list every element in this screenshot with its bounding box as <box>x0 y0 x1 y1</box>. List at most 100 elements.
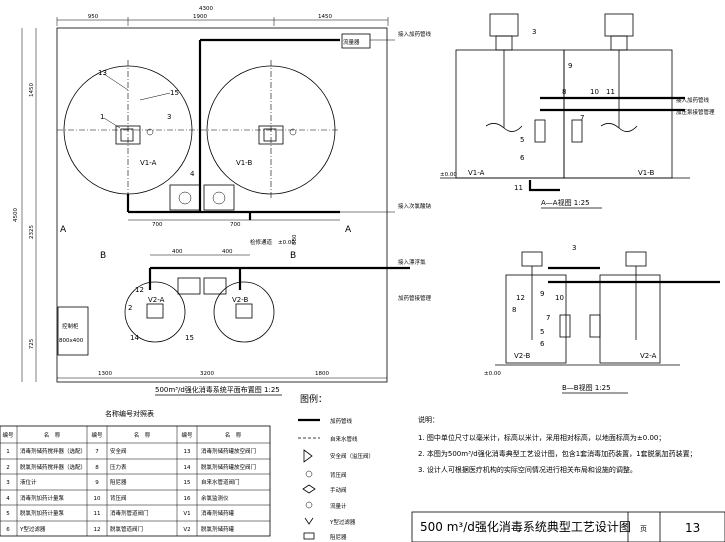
label-v2-a: V2-A <box>148 296 165 304</box>
aa-label-left: V1-A <box>468 169 485 177</box>
dim-bottom-2: 3200 <box>200 371 214 377</box>
bb-tank-left <box>505 274 567 364</box>
legend-item-label: 阻尼器 <box>330 533 347 541</box>
tag-13: 13 <box>98 69 107 77</box>
table-header-cell: 编号 <box>181 431 193 439</box>
aa-tag-11: 11 <box>606 88 615 96</box>
table-cell: 3 <box>6 480 10 486</box>
section-aa: ±0.00 V1-A V1-B 3 9 10 11 8 7 5 6 11 接入加… <box>440 13 715 209</box>
bb-tag-3: 3 <box>572 244 576 252</box>
aa-tag-3: 3 <box>532 28 536 36</box>
table-cell: 余氯监测仪 <box>201 494 229 502</box>
aa-label-right: V1-B <box>638 169 655 177</box>
table-cell: 4 <box>6 496 10 502</box>
table-cell: 液位计 <box>20 478 37 486</box>
legend-item-label: 流量计 <box>330 502 347 510</box>
tag-14: 14 <box>130 334 139 342</box>
legend-item-label: 手动阀 <box>330 486 347 494</box>
notes-title: 说明： <box>418 415 439 424</box>
section-mark-b-right: B <box>290 251 296 261</box>
table-cell: V2 <box>183 527 190 533</box>
table-cell: 11 <box>94 511 101 517</box>
label-v1-a: V1-A <box>140 159 157 167</box>
bb-caption: B—B视图 1:25 <box>562 383 611 392</box>
plan-level: ±0.00 <box>278 240 295 246</box>
bb-tag-12: 12 <box>516 294 525 302</box>
tank-v2-a <box>124 281 186 343</box>
table-cell: 脱氯剂储药罐放空阀门 <box>201 463 256 471</box>
dim-left-3: 725 <box>29 338 35 349</box>
tag-4: 4 <box>190 170 195 178</box>
legend-item-label: 背压阀 <box>330 471 347 479</box>
tag-15: 15 <box>170 89 179 97</box>
table-header-cell: 编号 <box>2 431 14 439</box>
bb-label-left: V2-B <box>514 352 531 360</box>
table-cell: 8 <box>95 465 99 471</box>
note-3: 接入漂浮氯 <box>398 258 426 266</box>
bb-level: ±0.00 <box>484 371 501 377</box>
label-filter: 流量器 <box>343 38 360 46</box>
table-cell: 背压阀 <box>110 494 127 502</box>
table-cell: 脱氯剂储药搅拌器（选配） <box>20 463 86 471</box>
legend-title: 图例： <box>300 393 327 405</box>
dim-mid-2: 700 <box>230 222 241 228</box>
bb-tag-7: 7 <box>546 314 550 322</box>
tag-2: 2 <box>128 304 132 312</box>
table-header-cell: 名 称 <box>134 431 151 439</box>
legend-item-label: 自来水管线 <box>330 435 358 443</box>
bb-tag-10: 10 <box>555 294 564 302</box>
table-cell: Y型过滤器 <box>19 525 46 533</box>
table-cell: 13 <box>184 449 191 455</box>
table-cell: 脱氯剂储药罐 <box>201 525 235 533</box>
aa-note-1: 接入加药管线 <box>676 96 710 104</box>
table-cell: 压力表 <box>110 463 127 471</box>
bb-tag-8: 8 <box>512 306 516 314</box>
table-cell: 脱氯剂加药计量泵 <box>20 509 65 517</box>
table-cell: 消毒剂加药计量泵 <box>20 494 65 502</box>
dim-mid-4: 400 <box>222 249 233 255</box>
note-line-3: 3. 设计人可根据医疗机构的实际空间情况进行相关布局和设施的调整。 <box>418 465 637 474</box>
table-cell: 自来水管道阀门 <box>201 478 240 486</box>
aa-level: ±0.00 <box>440 172 457 178</box>
bb-label-right: V2-A <box>640 352 657 360</box>
table-cell: 15 <box>184 480 191 486</box>
table-cell: 7 <box>95 449 99 455</box>
cabinet-size: 800x400 <box>59 338 84 344</box>
aa-note-2: 加压泵接管管理 <box>676 108 715 116</box>
section-mark-a-right: A <box>345 225 352 235</box>
table-title: 名称编号对照表 <box>105 409 154 418</box>
dim-mid-3: 400 <box>172 249 183 255</box>
dim-top-total: 4300 <box>199 6 213 12</box>
titleblock-title: 500 m³/d强化消毒系统典型工艺设计图 <box>420 520 631 534</box>
table-cell: 消毒剂储药罐放空阀门 <box>201 447 256 455</box>
bb-tag-6: 6 <box>540 340 545 348</box>
table-cell: 消毒剂储药罐 <box>201 509 235 517</box>
dim-top-2: 1900 <box>193 14 207 20</box>
table-header-cell: 名 称 <box>44 431 61 439</box>
label-v2-b: V2-B <box>232 296 249 304</box>
dim-left-total: 4500 <box>13 208 19 222</box>
label-check: 检修通道 <box>250 238 273 246</box>
dim-bottom-1: 1300 <box>98 371 112 377</box>
table-header-cell: 编号 <box>91 431 103 439</box>
aa-tag-11b: 11 <box>514 184 523 192</box>
bb-tank-right <box>599 274 661 364</box>
cabinet-label: 控制柜 <box>62 322 79 330</box>
table-cell: 2 <box>6 465 10 471</box>
label-v1-b: V1-B <box>236 159 253 167</box>
table-cell: 16 <box>184 496 191 502</box>
title-block: 500 m³/d强化消毒系统典型工艺设计图 页 13 <box>411 511 725 542</box>
table-cell: 脱氯管道阀门 <box>110 525 143 533</box>
tag-1: 1 <box>100 113 104 121</box>
table-cell: 消毒剂管道阀门 <box>110 509 149 517</box>
legend-item-label: 安全阀（溢压阀） <box>330 452 374 460</box>
table-cell: 阻尼器 <box>110 478 127 486</box>
legend-item-label: Y型过滤器 <box>329 518 356 526</box>
plan-caption: 500m³/d强化消毒系统平面布置图 1:25 <box>155 385 280 394</box>
aa-tank-left <box>455 49 565 179</box>
table-cell: 1 <box>6 449 10 455</box>
table-cell: 安全阀 <box>110 447 127 455</box>
note-4: 加药管接管理 <box>398 294 432 302</box>
